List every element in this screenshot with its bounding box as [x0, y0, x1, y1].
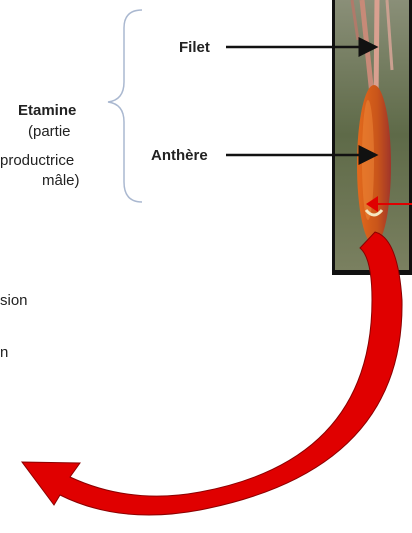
stamen-subtitle-line-1: (partie: [28, 122, 71, 141]
cut-text-line-1: sion: [0, 291, 28, 310]
cut-text-line-2: n: [0, 343, 8, 362]
stamen-title: Etamine: [18, 101, 76, 120]
stamen-bracket: [108, 10, 142, 202]
stamen-subtitle-line-2: productrice: [0, 151, 74, 170]
stamen-subtitle-line-3: mâle): [42, 171, 80, 190]
filament-label: Filet: [179, 38, 210, 57]
big-curved-arrow: [22, 232, 402, 515]
anther-label: Anthère: [151, 146, 208, 165]
red-pointer-arrowhead: [366, 196, 378, 212]
